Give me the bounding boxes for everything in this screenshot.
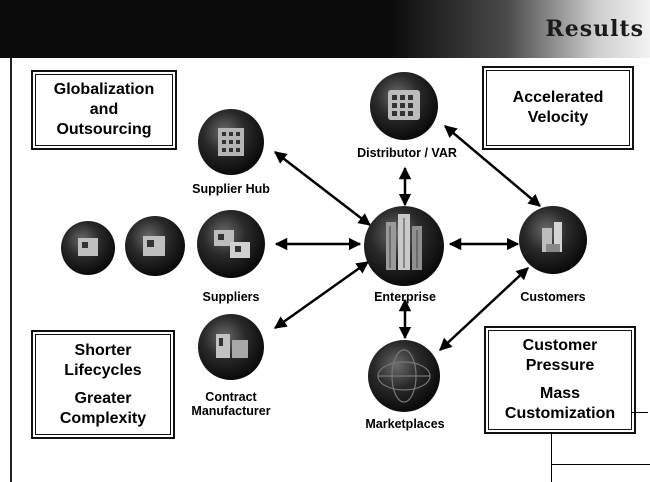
label-supplier-hub: Supplier Hub: [192, 182, 270, 196]
box-lifecycles-line4: Complexity: [59, 409, 147, 427]
arrow-marketplaces-customers: [439, 267, 529, 351]
box-globalization-line2: and: [89, 101, 119, 118]
label-marketplaces: Marketplaces: [365, 417, 445, 431]
building-icon: [198, 109, 264, 175]
box-velocity-line1: Accelerated: [512, 89, 604, 106]
slide-area: [10, 58, 646, 482]
box-customer-line3: Mass: [539, 385, 581, 402]
label-enterprise: Enterprise: [374, 290, 436, 304]
box-customer-line4: Customization: [504, 405, 616, 422]
arrow-distributor-customers: [444, 125, 541, 207]
header-bar: Results: [0, 0, 650, 58]
box-customer-line2: Pressure: [525, 357, 595, 374]
label-contract-manufacturer: Contract Manufacturer: [168, 390, 294, 418]
connector-line-vertical: [551, 432, 552, 482]
label-suppliers: Suppliers: [202, 290, 260, 304]
box-lifecycles-line1: Shorter: [74, 341, 132, 359]
factory-icon: [197, 210, 265, 278]
box-lifecycles-line3: Greater: [74, 389, 132, 407]
label-customers: Customers: [520, 290, 586, 304]
arrow-supplierhub-enterprise: [274, 151, 371, 226]
warehouse-icon: [370, 72, 438, 140]
label-contract-line1: Contract: [205, 390, 257, 404]
header-graphic: [390, 0, 650, 58]
box-lifecycles-line2: Lifecycles: [64, 361, 142, 379]
connector-line-horizontal: [551, 464, 650, 465]
connector-line: [632, 412, 648, 413]
globe-icon: [368, 340, 440, 412]
arrow-contract-enterprise: [273, 260, 370, 330]
skyscraper-icon: [364, 206, 444, 286]
plant-icon: [198, 314, 264, 380]
box-customer-pressure: Customer Pressure Mass Customization: [484, 326, 636, 434]
box-velocity-line2: Velocity: [527, 109, 589, 126]
box-customer-line1: Customer: [522, 337, 598, 354]
box-lifecycles: Shorter Lifecycles Greater Complexity: [31, 330, 175, 439]
small-supplier-1: [61, 221, 115, 275]
small-supplier-2: [125, 216, 185, 276]
label-distributor: Distributor / VAR: [357, 146, 457, 160]
city-icon: [519, 206, 587, 274]
box-globalization-line3: Outsourcing: [56, 121, 152, 138]
box-velocity: Accelerated Velocity: [482, 66, 634, 150]
box-globalization-line1: Globalization: [53, 81, 155, 98]
box-globalization: Globalization and Outsourcing: [31, 70, 177, 150]
label-contract-line2: Manufacturer: [191, 404, 271, 418]
brand-text: Results: [545, 16, 644, 42]
